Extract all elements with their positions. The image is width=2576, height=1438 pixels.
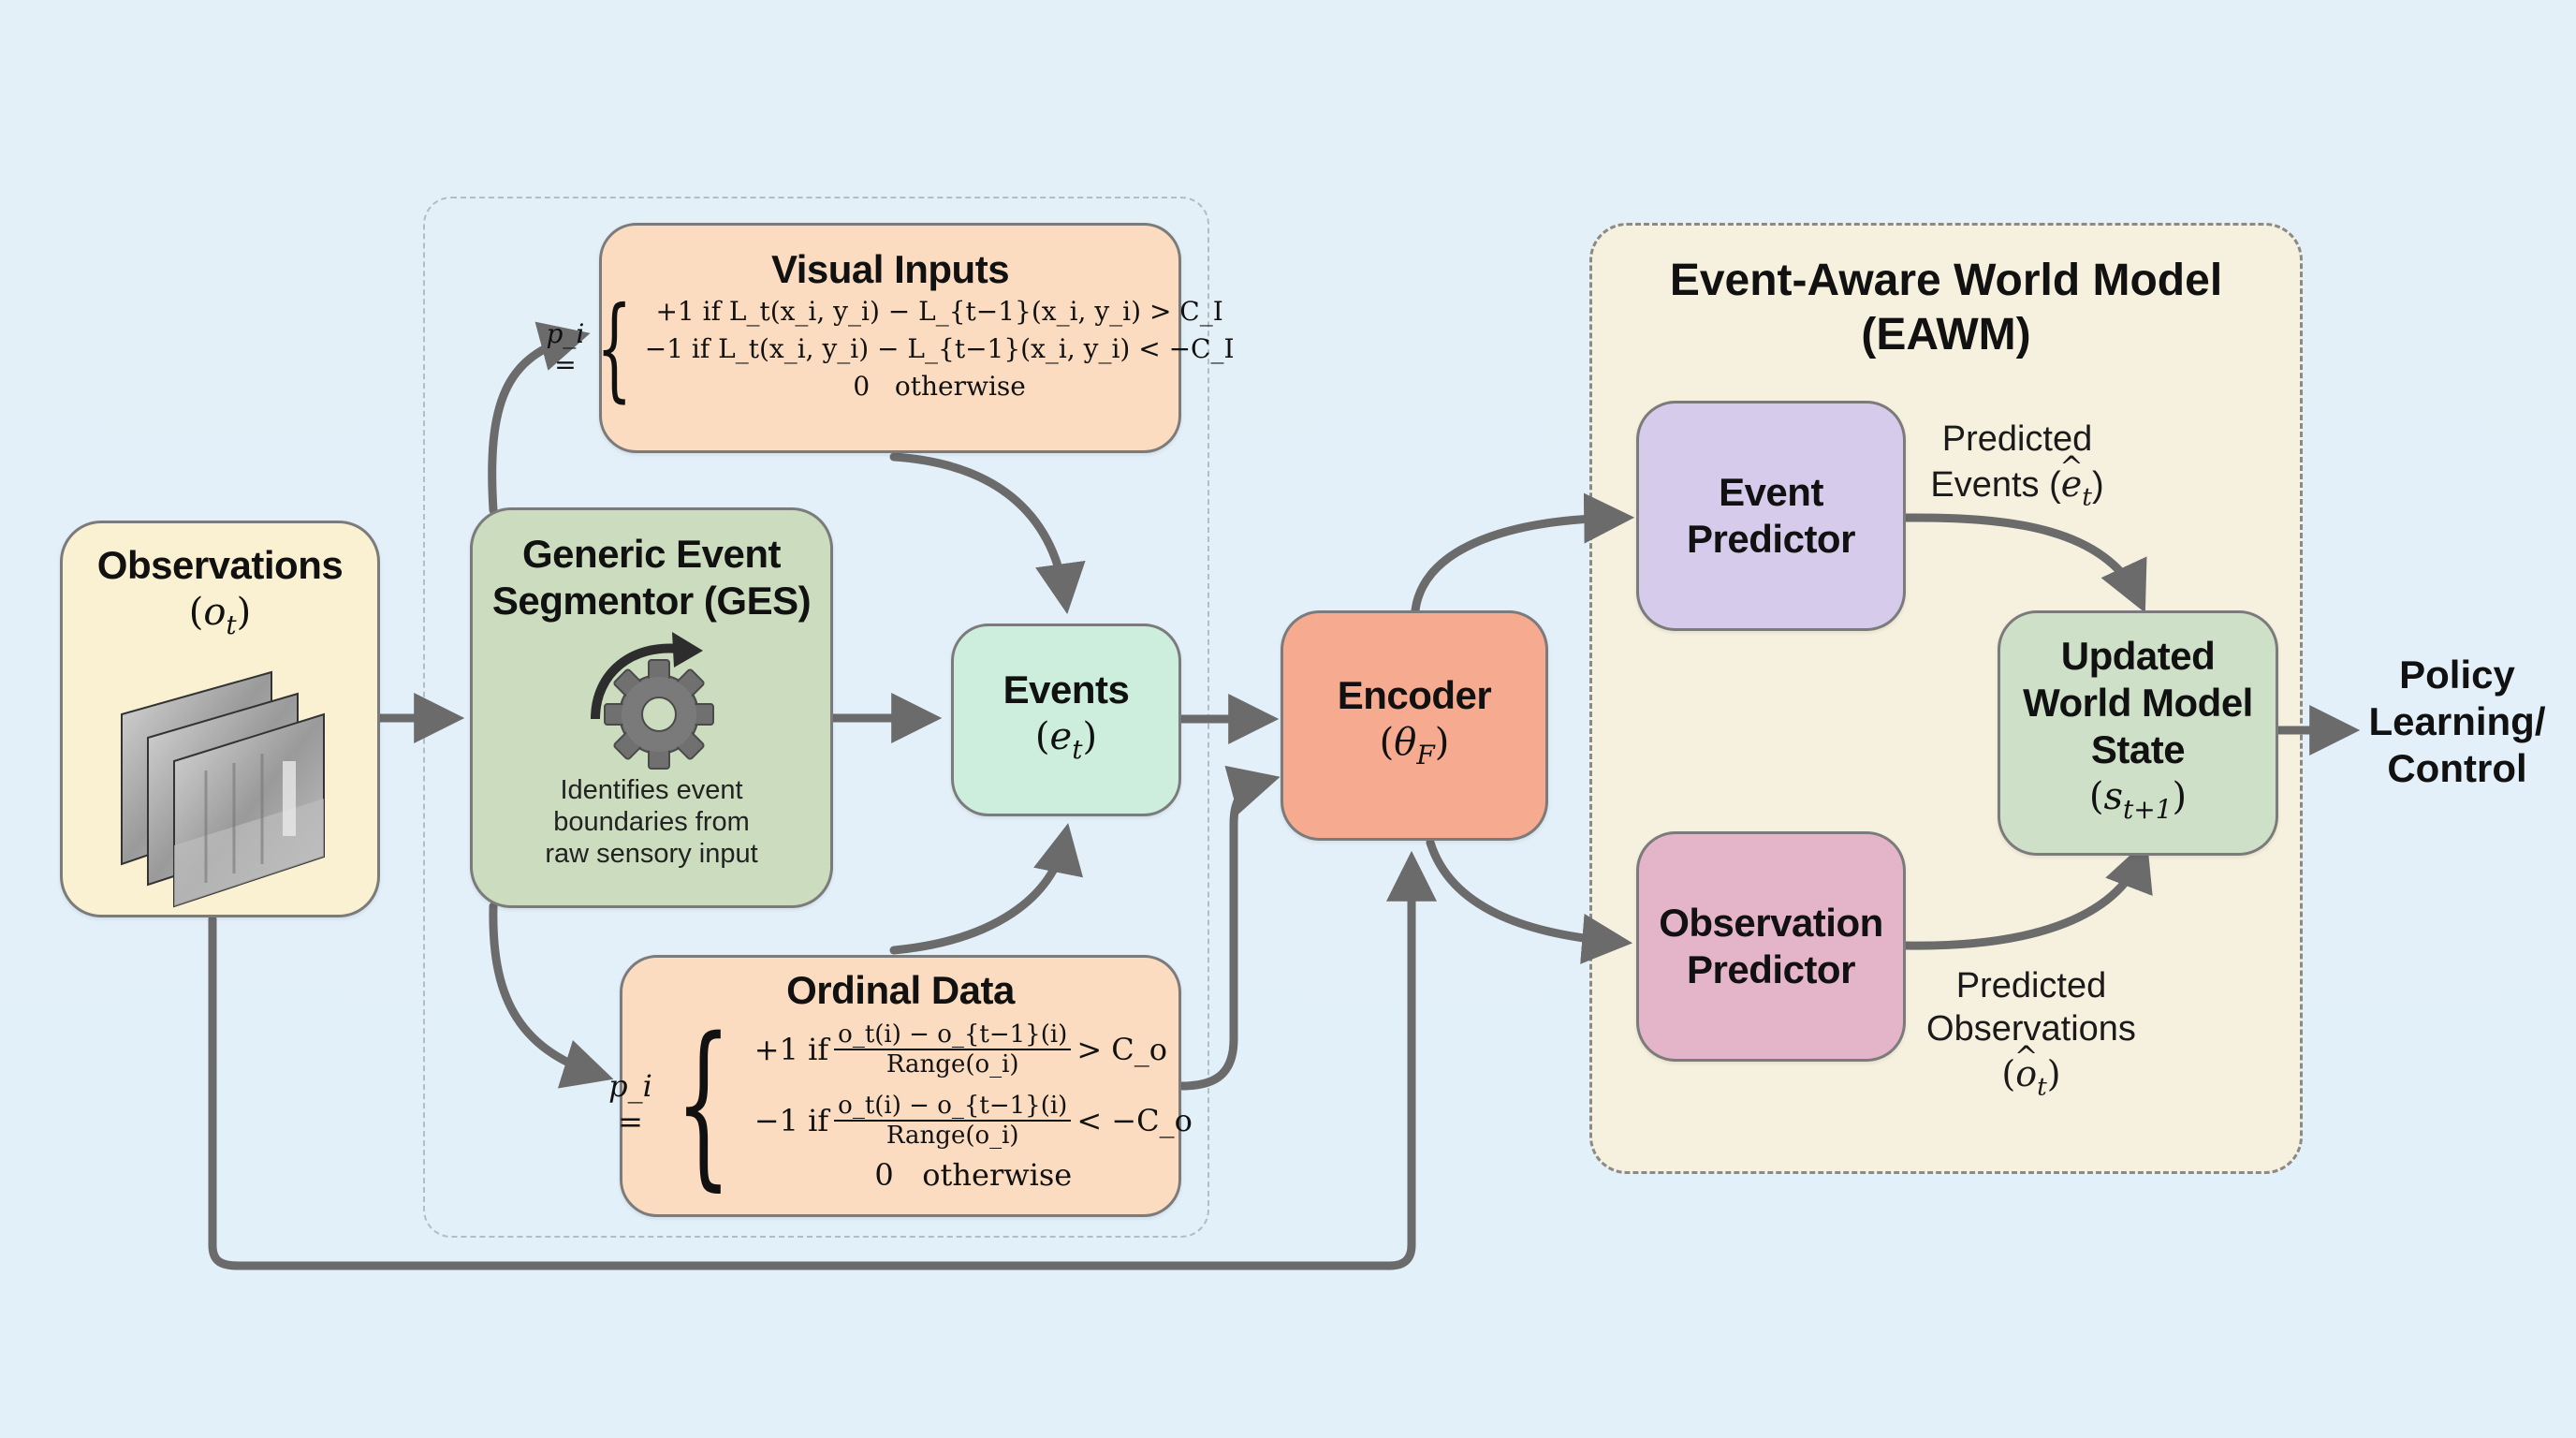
ges-desc-line2: boundaries from — [553, 807, 750, 837]
encoder-symbol: (θF) — [1379, 721, 1450, 770]
brace-icon: { — [675, 1000, 732, 1207]
event-predictor-title-line1: Event — [1719, 470, 1823, 514]
predicted-events-line2: Events (et) — [1910, 461, 2125, 521]
visual-inputs-title: Visual Inputs — [770, 247, 1010, 291]
ordinal-case1-numerator: o_t(i) − o_{t−1}(i) — [834, 1020, 1072, 1050]
updated-state-node[interactable]: Updated World Model State (st+1) — [1998, 610, 2278, 856]
brace-icon: { — [596, 284, 633, 414]
observations-title: Observations — [96, 543, 344, 587]
ordinal-case2-suffix: < −C_o — [1076, 1103, 1193, 1138]
ordinal-data-lhs: p_i = — [608, 1068, 652, 1139]
edge-encoder-to-observation-predictor — [1426, 838, 1633, 964]
ordinal-case1-prefix: +1 if — [754, 1032, 829, 1067]
eawm-title-line1: Event-Aware World Model — [1669, 256, 2223, 305]
edge-observation-predictor-to-updated-state — [1902, 839, 2153, 950]
rotating-gear-icon — [591, 632, 714, 770]
ordinal-data-node[interactable]: Ordinal Data p_i = { +1 if o_t(i) − o_{t… — [608, 955, 1193, 1217]
ges-title-line1: Generic Event — [522, 532, 781, 576]
ordinal-case3: 0 otherwise — [874, 1157, 1073, 1193]
event-predictor-node[interactable]: Event Predictor — [1636, 401, 1906, 631]
policy-line3: Control — [2387, 746, 2527, 790]
event-predictor-title-line2: Predictor — [1687, 517, 1855, 561]
policy-line2: Learning/ — [2368, 699, 2546, 743]
visual-inputs-case1: +1 if L_t(x_i, y_i) − L_{t−1}(x_i, y_i) … — [655, 296, 1223, 327]
edge-ordinal-data-to-events — [889, 823, 1084, 955]
visual-inputs-node[interactable]: Visual Inputs p_i = { +1 if L_t(x_i, y_i… — [546, 223, 1235, 453]
frame-front — [173, 712, 325, 908]
ges-desc-line3: raw sensory input — [545, 839, 758, 869]
updated-state-title-line1: Updated — [2060, 634, 2216, 679]
predicted-events-line1: Predicted — [1941, 419, 2093, 459]
updated-state-title-line3: State — [2090, 727, 2186, 772]
visual-inputs-case3: 0 otherwise — [853, 371, 1026, 402]
eawm-title: Event-Aware World Model (EAWM) — [1592, 254, 2300, 362]
ordinal-data-title: Ordinal Data — [786, 968, 1015, 1012]
ordinal-case2-denominator: Range(o_i) — [886, 1122, 1019, 1150]
events-symbol: (et) — [1034, 715, 1098, 765]
events-title: Events — [1003, 668, 1130, 712]
eawm-title-line2: (EAWM) — [1861, 310, 2031, 360]
predicted-observations-label: Predicted Observations (ot) — [1910, 964, 2153, 1110]
predicted-events-label: Predicted Events (et) — [1910, 418, 2125, 521]
ges-node[interactable]: Generic Event Segmentor (GES) Identifies… — [470, 507, 833, 908]
updated-state-symbol: (st+1) — [2088, 775, 2188, 825]
edge-encoder-to-event-predictor — [1411, 492, 1635, 615]
observation-predictor-title-line1: Observation — [1659, 901, 1883, 945]
observations-symbol: (ot) — [188, 591, 252, 640]
ordinal-case2-prefix: −1 if — [754, 1103, 829, 1138]
ordinal-case1-denominator: Range(o_i) — [886, 1050, 1019, 1078]
observation-predictor-title-line2: Predictor — [1687, 947, 1855, 991]
edge-visual-inputs-to-events — [889, 452, 1086, 615]
observation-predictor-node[interactable]: Observation Predictor — [1636, 831, 1906, 1062]
ges-title-line2: Segmentor (GES) — [491, 579, 812, 623]
ordinal-case1-suffix: > C_o — [1076, 1032, 1168, 1067]
predicted-observations-line1: Predicted — [1955, 966, 2107, 1005]
visual-inputs-case2: −1 if L_t(x_i, y_i) − L_{t−1}(x_i, y_i) … — [644, 333, 1235, 364]
observations-node[interactable]: Observations (ot) — [60, 521, 380, 917]
policy-line1: Policy — [2399, 653, 2515, 697]
predicted-observations-symbol: (ot) — [1910, 1050, 2153, 1110]
policy-output[interactable]: Policy Learning/ Control — [2349, 652, 2565, 792]
visual-inputs-lhs: p_i = — [546, 318, 585, 380]
encoder-node[interactable]: Encoder (θF) — [1281, 610, 1548, 841]
edge-event-predictor-to-updated-state — [1902, 513, 2147, 613]
ordinal-case1-fraction: o_t(i) − o_{t−1}(i) Range(o_i) — [834, 1020, 1072, 1078]
edge-ges-to-ordinal-data — [489, 902, 614, 1089]
ges-desc-line1: Identifies event — [560, 775, 743, 805]
camera-frames-image — [121, 670, 325, 908]
events-node[interactable]: Events (et) — [951, 624, 1181, 816]
ordinal-data-formula: p_i = { +1 if o_t(i) − o_{t−1}(i) Range(… — [608, 1014, 1193, 1194]
ordinal-case2-fraction: o_t(i) − o_{t−1}(i) Range(o_i) — [834, 1092, 1072, 1150]
updated-state-title-line2: World Model — [2023, 681, 2253, 726]
edge-ges-to-visual-inputs — [488, 321, 591, 515]
edge-observations-to-encoder — [208, 850, 1437, 1270]
visual-inputs-formula: p_i = { +1 if L_t(x_i, y_i) − L_{t−1}(x_… — [546, 293, 1234, 405]
edge-ordinal-data-to-encoder — [1177, 765, 1281, 1091]
ordinal-case2-numerator: o_t(i) − o_{t−1}(i) — [834, 1092, 1072, 1122]
encoder-title: Encoder — [1337, 673, 1492, 718]
